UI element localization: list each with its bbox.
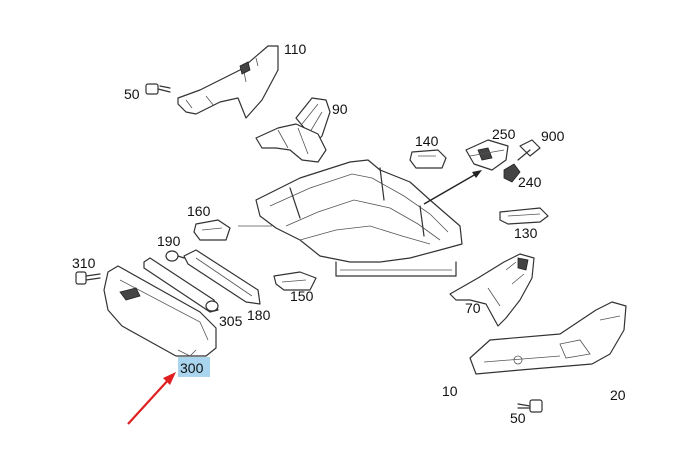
label-300: 300 bbox=[180, 360, 204, 376]
label-310: 310 bbox=[72, 255, 96, 271]
part-50-bolt-upper bbox=[145, 83, 171, 95]
label-140: 140 bbox=[415, 133, 439, 149]
label-250: 250 bbox=[492, 126, 516, 142]
label-900: 900 bbox=[541, 128, 565, 144]
label-20: 20 bbox=[610, 387, 626, 403]
part-180-rail bbox=[183, 249, 261, 305]
label-90: 90 bbox=[332, 101, 348, 117]
part-lever-bracket bbox=[255, 123, 327, 163]
part-310-screw bbox=[75, 271, 101, 285]
part-110-bracket bbox=[177, 45, 279, 119]
part-70-panel bbox=[449, 253, 535, 327]
part-160-clip bbox=[193, 219, 231, 241]
red-pointer-arrowhead bbox=[163, 372, 176, 385]
label-50-lower: 50 bbox=[510, 410, 526, 426]
label-240: 240 bbox=[518, 174, 542, 190]
label-160: 160 bbox=[187, 203, 211, 219]
part-130-bracket bbox=[499, 207, 549, 225]
label-305: 305 bbox=[219, 313, 243, 329]
part-10-20-side-cover bbox=[469, 301, 627, 375]
part-150-clip bbox=[273, 271, 317, 291]
leader-frame-to-250 bbox=[423, 173, 477, 205]
label-70: 70 bbox=[465, 300, 481, 316]
label-180: 180 bbox=[247, 307, 271, 323]
label-150: 150 bbox=[290, 288, 314, 304]
leader-arrowhead bbox=[472, 170, 482, 178]
label-190: 190 bbox=[157, 233, 181, 249]
label-110: 110 bbox=[284, 41, 307, 57]
part-300-side-cover bbox=[103, 265, 217, 357]
label-50-upper: 50 bbox=[124, 86, 140, 102]
part-250-switch-unit bbox=[465, 139, 509, 171]
seat-frame bbox=[238, 159, 463, 277]
part-900-plug bbox=[519, 139, 541, 157]
part-140-clip bbox=[409, 149, 447, 169]
part-190-pin bbox=[165, 250, 185, 262]
label-130: 130 bbox=[514, 225, 538, 241]
label-10: 10 bbox=[442, 383, 458, 399]
red-pointer-arrow bbox=[127, 377, 171, 425]
part-240-connector bbox=[503, 149, 531, 183]
part-50-bolt-lower bbox=[517, 399, 543, 413]
part-305-strip bbox=[143, 257, 219, 313]
highlight-300-box bbox=[178, 357, 210, 377]
